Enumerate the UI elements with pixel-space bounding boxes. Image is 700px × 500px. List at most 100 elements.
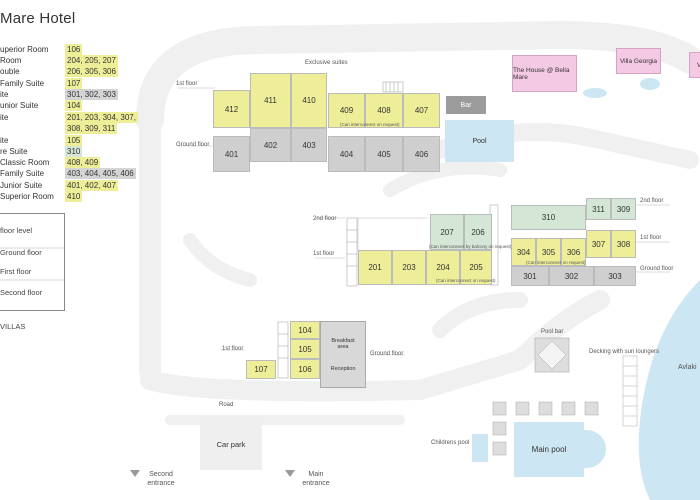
room-105[interactable]: 105 <box>290 339 320 359</box>
floor-key-first: First floor <box>0 267 32 276</box>
floor-key-second: Second floor <box>0 288 43 297</box>
room-404[interactable]: 404 <box>328 136 365 172</box>
room-410[interactable]: 410 <box>291 73 327 128</box>
room-402[interactable]: 402 <box>250 128 291 162</box>
room-205[interactable]: 205 <box>460 250 492 285</box>
room-408[interactable]: 408 <box>365 93 403 128</box>
legend-row: Classic Room 408, 409 <box>0 157 101 168</box>
sea-area <box>638 280 700 500</box>
decking <box>622 355 638 427</box>
room-403[interactable]: 403 <box>291 128 327 162</box>
exclusive-suites-label: Exclusive suites <box>305 60 348 66</box>
first-floor-label: 1st floor <box>313 251 335 257</box>
room-204[interactable]: 204 <box>426 250 460 285</box>
legend-row: Family Suite 403, 404, 405, 406 <box>0 168 136 179</box>
road-path <box>136 20 700 134</box>
sea-label: Avlaki <box>678 364 697 371</box>
room-407[interactable]: 407 <box>403 93 440 128</box>
second-floor-label: 2nd floor <box>313 216 337 222</box>
room-310[interactable]: 310 <box>511 205 586 230</box>
floor-key: floor level Ground floor First floor Sec… <box>0 213 65 311</box>
ground-floor-label: Ground floor <box>640 266 674 272</box>
room-412[interactable]: 412 <box>213 90 250 128</box>
villa-partial[interactable]: V <box>689 52 700 78</box>
legend-row: 308, 309, 311 <box>65 123 118 134</box>
room-406[interactable]: 406 <box>403 136 440 172</box>
car-park[interactable]: Car park <box>200 418 262 470</box>
main-pool-extension <box>584 430 606 468</box>
room-401[interactable]: 401 <box>213 136 250 172</box>
room-409[interactable]: 409 <box>328 93 365 128</box>
interconnect-note: (Can interconnect on request) <box>436 278 496 283</box>
villa-georgia[interactable]: Villa Georgia <box>616 48 661 74</box>
first-floor-label: 1st floor <box>222 346 244 352</box>
room-207[interactable]: 207 <box>430 214 464 250</box>
interconnect-note: (Can interconnect on request) <box>526 260 586 265</box>
room-303[interactable]: 303 <box>594 266 636 286</box>
legend-row: unior Suite 104 <box>0 100 83 111</box>
room-306[interactable]: 306 <box>561 238 586 266</box>
legend-row: Superior Room 410 <box>0 191 83 202</box>
first-floor-label: 1st floor <box>640 235 662 241</box>
first-floor-label: 1st floor <box>176 81 198 87</box>
ground-floor-label: Ground floor <box>176 142 210 148</box>
room-201[interactable]: 201 <box>358 250 392 285</box>
bar[interactable]: Bar <box>446 96 486 114</box>
breakfast-label: Breakfast area <box>331 337 355 350</box>
legend-row: ite 301, 302, 303 <box>0 89 118 100</box>
legend-row: ite 201, 203, 304, 307, <box>0 112 138 123</box>
pool-bar-label: Pool bar <box>541 329 564 335</box>
road-path <box>432 292 528 338</box>
lounger-squares <box>492 401 599 456</box>
legend-row: ite 105 <box>0 135 83 146</box>
decking-label: Decking with sun loungers <box>589 349 660 355</box>
legend-row: Room 204, 205, 207 <box>0 55 118 66</box>
room-311[interactable]: 311 <box>586 198 611 220</box>
room-411[interactable]: 411 <box>250 73 291 128</box>
arrow-down-icon <box>130 470 140 477</box>
main-pool[interactable]: Main pool <box>514 422 584 477</box>
legend-row: uperior Room 106 <box>0 44 83 55</box>
ground-floor-label: Ground floor <box>370 351 404 357</box>
road-path <box>183 233 257 287</box>
road-path <box>140 290 610 402</box>
second-entrance-label: Second entrance <box>147 471 175 487</box>
room-107[interactable]: 107 <box>246 360 276 379</box>
room-308[interactable]: 308 <box>611 230 636 258</box>
road-label: Road <box>219 402 234 408</box>
room-302[interactable]: 302 <box>549 266 594 286</box>
main-entrance-label: Main entrance <box>302 471 330 487</box>
legend-row: Junior Suite 401, 402, 407 <box>0 180 118 191</box>
reception-label: Reception <box>330 365 356 372</box>
legend-row: re Suite 310 <box>0 146 83 157</box>
second-floor-label: 2nd floor <box>640 198 664 204</box>
room-307[interactable]: 307 <box>586 230 611 258</box>
the-house-villa[interactable]: The House @ Bella Mare <box>512 55 577 92</box>
reception-building: Breakfast area Reception <box>320 321 366 388</box>
road-path <box>383 160 507 197</box>
arrow-down-icon <box>285 470 295 477</box>
pool-bar-shape <box>534 337 570 373</box>
room-305[interactable]: 305 <box>536 238 561 266</box>
pond <box>640 78 660 90</box>
room-106[interactable]: 106 <box>290 359 320 379</box>
villas-label: VILLAS <box>0 322 26 331</box>
legend-row: ouble 206, 305, 306 <box>0 66 118 77</box>
pond <box>583 88 607 98</box>
page-title: Mare Hotel <box>0 10 76 27</box>
room-104[interactable]: 104 <box>290 321 320 339</box>
room-301[interactable]: 301 <box>511 266 549 286</box>
legend-row: Family Suite 107 <box>0 78 83 89</box>
interconnect-note: (Can interconnect on request) <box>340 122 400 127</box>
childrens-pool-label: Childrens pool <box>431 440 470 446</box>
floor-key-ground: Ground floor <box>0 248 42 257</box>
childrens-pool[interactable] <box>472 434 488 462</box>
room-405[interactable]: 405 <box>365 136 403 172</box>
interconnect-balcony-note: (Can interconnect by balcony on request) <box>429 244 512 249</box>
room-206[interactable]: 206 <box>464 214 492 250</box>
pool[interactable]: Pool <box>445 120 514 162</box>
room-203[interactable]: 203 <box>392 250 426 285</box>
floor-key-level: floor level <box>0 226 33 235</box>
room-309[interactable]: 309 <box>611 198 636 220</box>
room-304[interactable]: 304 <box>511 238 536 266</box>
